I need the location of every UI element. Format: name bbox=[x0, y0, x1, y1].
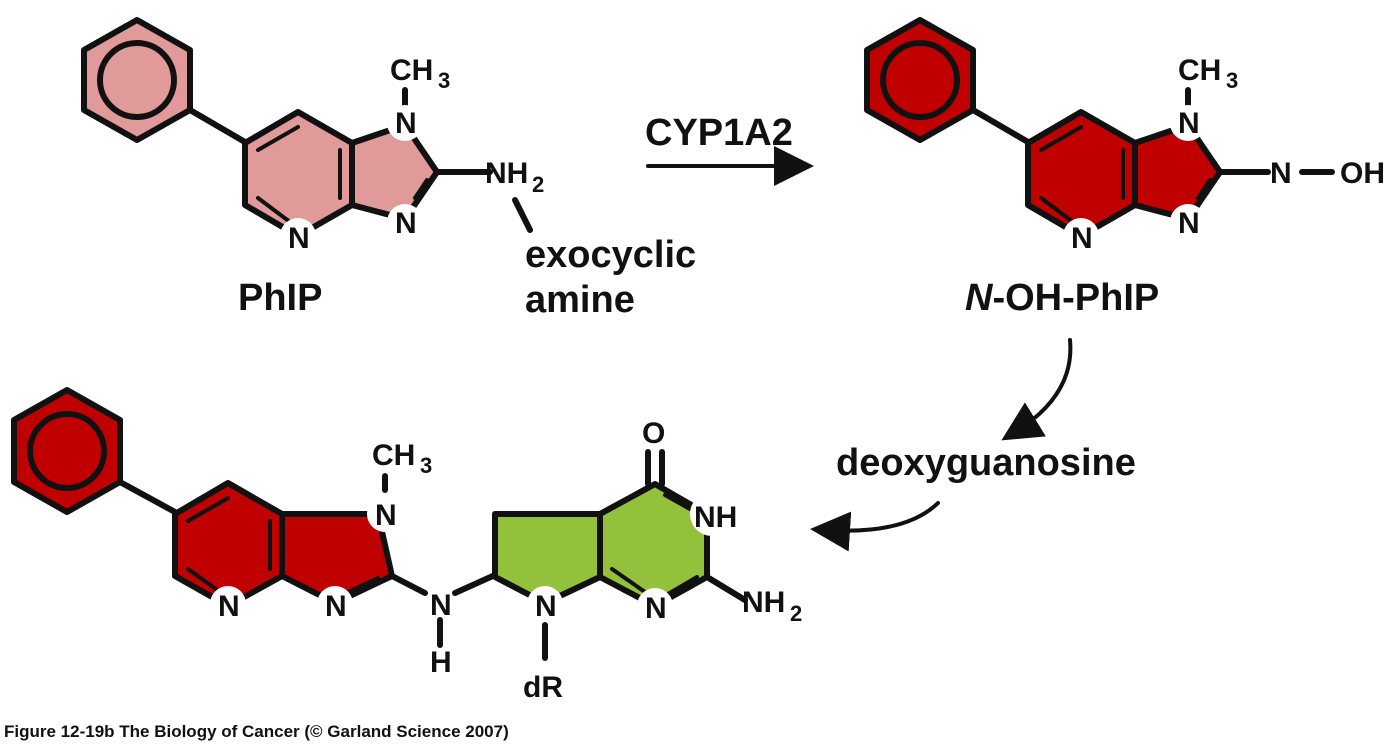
guanine-imidazole-ring bbox=[492, 511, 603, 606]
noh-pyridine-n-label: N bbox=[1071, 222, 1093, 255]
phip-pyridine-n-label: N bbox=[288, 222, 310, 255]
noh-double-bond-1 bbox=[1039, 125, 1083, 152]
noh-n3-label: N bbox=[1178, 207, 1200, 240]
n-oh-phip-molecule: N N N CH 3 N OH bbox=[864, 17, 1385, 255]
guanine-n3-bg bbox=[637, 588, 673, 624]
adduct-n-methyl-label: N bbox=[375, 499, 397, 532]
guanine-nh2-sub: 2 bbox=[790, 601, 802, 626]
noh-oh: OH bbox=[1340, 157, 1385, 190]
adduct-bond-to-nh bbox=[389, 573, 428, 596]
adduct-imid-n-label: N bbox=[325, 590, 347, 623]
adduct-n-imid-bg bbox=[317, 586, 353, 622]
guanine-pyrimidine-ring bbox=[597, 481, 710, 609]
figure-caption: Figure 12-19b The Biology of Cancer (© G… bbox=[4, 722, 509, 741]
adduct-methyl-ch: CH bbox=[372, 439, 415, 472]
noh-phenyl-bond bbox=[970, 107, 1031, 145]
adduct-n-pyr-bg bbox=[210, 586, 246, 622]
adduct-double-1 bbox=[186, 496, 230, 523]
noh-methyl-ch: CH bbox=[1178, 54, 1221, 87]
dg-c8-phip-adduct: CH 3 N N N N H N N NH O NH 2 dR bbox=[11, 387, 802, 704]
exocyclic-label-line2: amine bbox=[525, 279, 635, 321]
adduct-double-2 bbox=[186, 567, 222, 594]
phip-amine-sub: 2 bbox=[532, 172, 544, 197]
adduct-nh-bond-to-c8 bbox=[452, 572, 498, 596]
phip-methyl-sub: 3 bbox=[438, 68, 450, 93]
phip-n3-bg bbox=[387, 204, 423, 240]
enzyme-label: CYP1A2 bbox=[645, 112, 793, 154]
noh-double-bond-2 bbox=[1039, 196, 1075, 224]
adduct-imid-double bbox=[346, 576, 380, 594]
exocyclic-pointer-line bbox=[512, 197, 533, 233]
noh-methyl-sub: 3 bbox=[1226, 68, 1238, 93]
adduct-methyl-sub: 3 bbox=[420, 453, 432, 478]
noh-n3-bg bbox=[1170, 204, 1206, 240]
phip-amine-nh: NH bbox=[485, 157, 528, 190]
deoxyguanosine-label: deoxyguanosine bbox=[836, 442, 1136, 484]
adduct-phenyl-ring bbox=[11, 387, 123, 515]
phip-molecule: N N N CH 3 NH 2 bbox=[81, 17, 544, 255]
guanine-nh2: NH bbox=[742, 586, 785, 619]
n-oh-phip-rest: -OH-PhIP bbox=[992, 277, 1159, 319]
phip-phenyl-ring bbox=[81, 17, 193, 143]
guanine-n9-bg bbox=[527, 586, 563, 622]
n-oh-phip-label: N-OH-PhIP bbox=[965, 277, 1159, 319]
noh-phenyl-aromatic-circle bbox=[880, 40, 960, 120]
guanine-dr-label: dR bbox=[523, 671, 563, 704]
noh-imid-double bbox=[1196, 178, 1212, 200]
curved-arrow-down bbox=[1001, 338, 1073, 441]
adduct-pyridine-n-label: N bbox=[218, 590, 240, 623]
guanine-n9-label: N bbox=[535, 590, 557, 623]
phip-double-bond-2 bbox=[256, 196, 292, 224]
adduct-imidazole-ring bbox=[279, 511, 395, 606]
guanine-carbonyl-o: O bbox=[642, 417, 665, 450]
phip-n3-label: N bbox=[395, 207, 417, 240]
adduct-phenyl-aromatic-circle bbox=[27, 411, 107, 491]
guanine-double-1 bbox=[610, 567, 647, 594]
guanine-n1-nh-label: NH bbox=[694, 501, 737, 534]
noh-n1-label: N bbox=[1178, 107, 1200, 140]
guanine-double-3 bbox=[666, 575, 699, 596]
exocyclic-label-line1: exocyclic bbox=[525, 234, 696, 276]
phip-imid-double bbox=[413, 178, 429, 200]
adduct-phenyl-bond bbox=[117, 479, 178, 515]
guanine-nh-bg bbox=[690, 492, 734, 536]
phip-phenyl-aromatic-circle bbox=[97, 40, 177, 120]
noh-n-pyr-bg bbox=[1063, 218, 1099, 254]
adduct-linker-n: N bbox=[430, 589, 452, 622]
noh-phenyl-ring bbox=[864, 17, 976, 143]
guanine-n3-label: N bbox=[645, 592, 667, 625]
phip-double-bond-1 bbox=[256, 125, 300, 152]
phip-pyridine-ring bbox=[242, 109, 355, 239]
curved-arrow-left bbox=[810, 501, 940, 552]
phip-label: PhIP bbox=[238, 277, 322, 319]
n-oh-phip-italic-n: N bbox=[965, 277, 994, 319]
noh-pyridine-ring bbox=[1025, 109, 1138, 239]
noh-n1-bg bbox=[1170, 105, 1206, 141]
phip-n-pyr-bg bbox=[280, 218, 316, 254]
adduct-n-methyl-bg bbox=[367, 496, 403, 532]
adduct-linker-h: H bbox=[430, 646, 452, 679]
noh-exo-n: N bbox=[1270, 157, 1292, 190]
phip-n1-label: N bbox=[395, 107, 417, 140]
phip-methyl-ch: CH bbox=[390, 54, 433, 87]
phip-phenyl-bond bbox=[187, 107, 248, 145]
phip-n1-bg bbox=[387, 105, 423, 141]
guanine-c2-nh2-bond bbox=[704, 574, 748, 603]
